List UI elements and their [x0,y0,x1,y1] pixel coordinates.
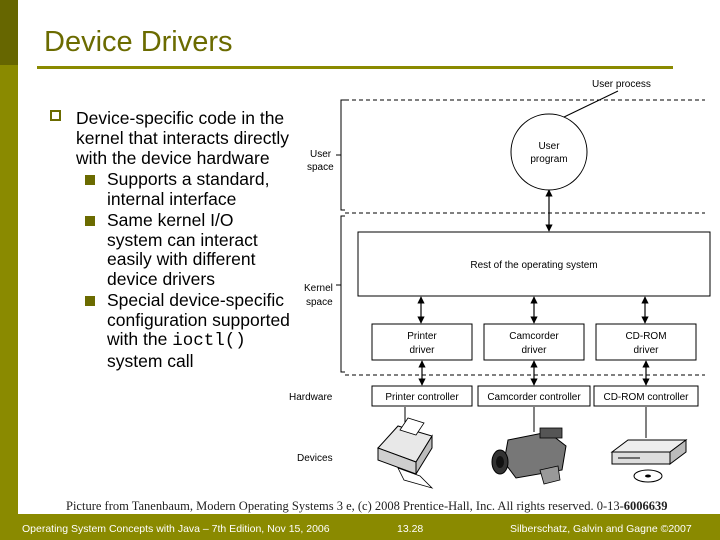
rest-of-os-box [357,231,711,297]
sidebar-accent-top [0,0,18,65]
sidebar-accent [0,0,18,540]
bullet-sub-1: Supports a standard, internal interface [50,169,290,209]
printer-driver-label-1: Printer [407,331,437,342]
cdrom-controller-box [593,385,699,407]
kernel-space-label-2: space [306,297,333,308]
footer-center: 13.28 [397,523,424,535]
cdrom-icon [610,439,688,483]
camcorder-driver-box [483,323,585,361]
kernel-space-label-1: Kernel [304,283,333,294]
user-program-label-2: program [530,154,567,165]
bullet-main: Device-specific code in the kernel that … [50,108,290,168]
printer-controller-box [371,385,473,407]
bullet-sub-2: Same kernel I/O system can interact easi… [50,210,290,289]
user-process-label: User process [592,79,651,90]
caption-text: Picture from Tanenbaum, Modern Operating… [66,499,624,513]
hollow-square-bullet-icon [50,110,61,121]
caption-isbn: 6006639 [623,499,668,513]
bullet-sub-3: Special device-specific configuration su… [50,290,290,371]
footer-left: Operating System Concepts with Java – 7t… [22,523,330,535]
figure-caption: Picture from Tanenbaum, Modern Operating… [66,499,668,514]
printer-driver-box [371,323,473,361]
bullet-sub-3-text: Special device-specific configuration su… [107,290,290,349]
camcorder-controller-label: Camcorder controller [487,392,581,403]
footer-right: Silberschatz, Galvin and Gagne ©2007 [510,523,692,535]
ioctl-code: ioctl() [172,331,246,351]
cdrom-driver-box [595,323,697,361]
cdrom-controller-label: CD-ROM controller [603,392,689,403]
camcorder-driver-label-1: Camcorder [509,331,559,342]
user-space-label-2: space [307,162,334,173]
printer-icon [377,417,434,489]
cdrom-driver-label-1: CD-ROM [625,331,666,342]
camcorder-driver-label-2: driver [521,345,547,356]
devices-label: Devices [297,453,333,464]
camcorder-icon [491,427,567,485]
cdrom-driver-label-2: driver [633,345,659,356]
square-bullet-icon [85,175,95,185]
bullet-list: Device-specific code in the kernel that … [50,108,290,371]
printer-controller-label: Printer controller [385,392,459,403]
user-program-circle [510,113,588,191]
page-title: Device Drivers [44,26,233,58]
user-space-label-1: User [310,149,332,160]
title-rule [37,66,673,69]
bullet-main-text: Device-specific code in the kernel that … [76,108,290,168]
hardware-label: Hardware [289,392,333,403]
kernel-space-brace [340,215,345,373]
user-process-pointer [561,90,619,119]
footer-bar [0,514,720,540]
square-bullet-icon [85,216,95,226]
rest-of-os-label: Rest of the operating system [470,260,597,271]
square-bullet-icon [85,296,95,306]
bullet-sub-2-text: Same kernel I/O system can interact easi… [107,210,258,289]
bullet-sub-3-post: system call [107,350,194,371]
bullet-sub-1-text: Supports a standard, internal interface [107,169,270,209]
user-space-brace [340,99,345,211]
printer-driver-label-2: driver [409,345,435,356]
camcorder-controller-box [477,385,591,407]
user-program-label-1: User [538,141,560,152]
